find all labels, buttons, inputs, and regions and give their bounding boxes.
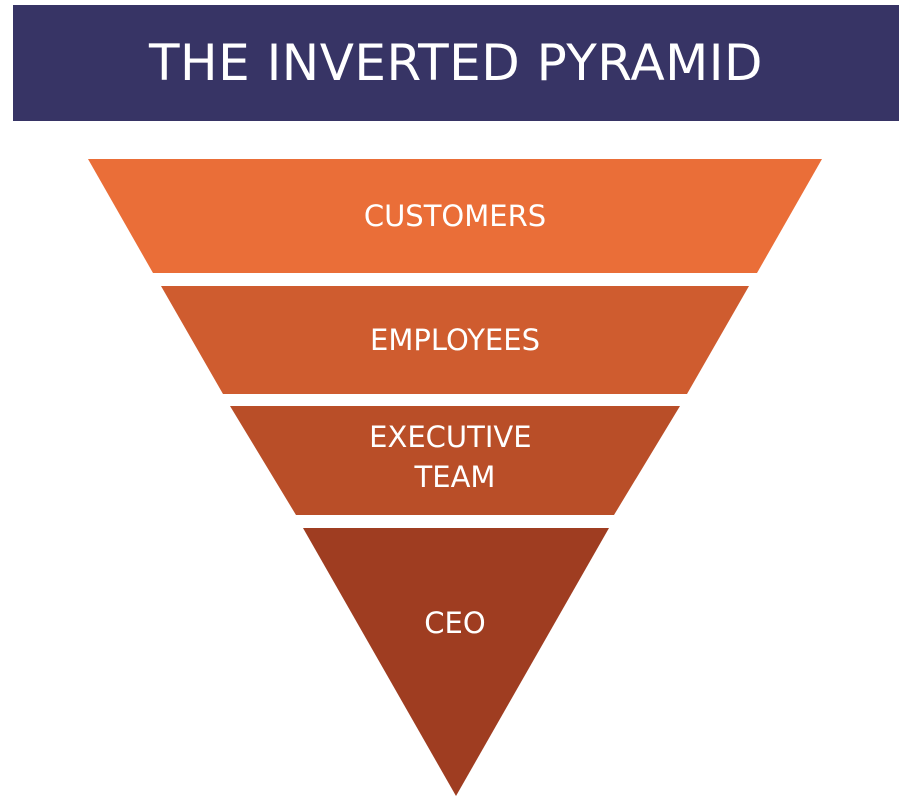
tier-ceo-band	[303, 528, 609, 796]
tier-executive-team-label: EXECUTIVE TEAM	[369, 420, 541, 494]
tier-ceo-label: CEO	[424, 606, 485, 640]
title-banner: THE INVERTED PYRAMID	[13, 5, 899, 121]
tier-customers-line-1: CUSTOMERS	[364, 199, 546, 233]
tier-executive-team-band	[230, 406, 680, 515]
tier-customers-band	[88, 159, 822, 273]
tier-executive-team-line-2: TEAM	[414, 460, 496, 494]
page-title: THE INVERTED PYRAMID	[148, 34, 764, 92]
tier-customers-label: CUSTOMERS	[364, 199, 546, 233]
tier-employees-label: EMPLOYEES	[370, 323, 540, 357]
tier-executive-team-line-1: EXECUTIVE	[369, 420, 531, 454]
tier-employees-band	[161, 286, 749, 394]
tier-ceo-line-1: CEO	[424, 606, 485, 640]
tier-employees-line-1: EMPLOYEES	[370, 323, 540, 357]
